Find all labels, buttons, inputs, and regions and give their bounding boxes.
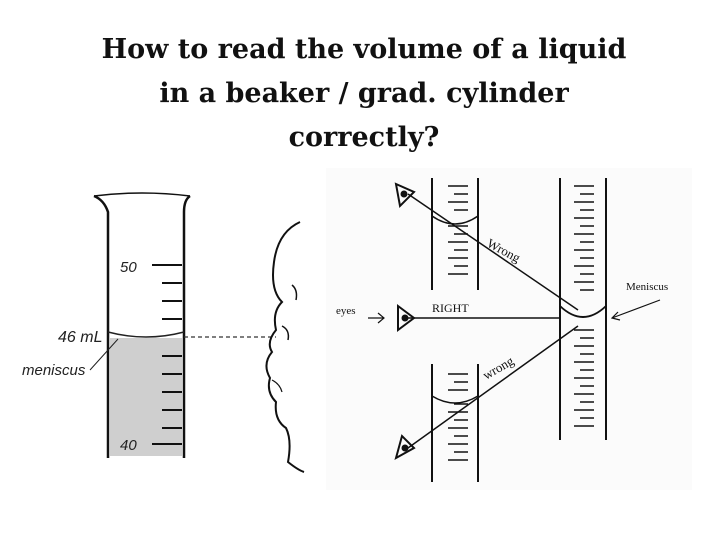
label-eyes: eyes — [336, 305, 356, 317]
eye-icon-middle — [397, 304, 416, 332]
eye-detail — [281, 284, 298, 341]
eye-icon-top — [394, 182, 416, 209]
meniscus-curve — [107, 331, 185, 338]
sight-line-wrong-top — [407, 193, 579, 311]
main-cylinder — [559, 178, 607, 440]
meniscus-arrow-icon — [610, 299, 661, 321]
bottom-cylinder — [431, 364, 479, 482]
slide-title: How to read the volume of a liquid in a … — [0, 28, 728, 160]
eye-icon-bottom — [394, 434, 416, 461]
left-cylinder-diagram: 50 40 46 mL meniscus — [22, 192, 305, 473]
top-cylinder — [431, 178, 479, 290]
right-reading-diagram: eyes Wrong RIGHT wrong Meniscus — [326, 168, 692, 490]
title-line-1: How to read the volume of a liquid — [101, 34, 627, 65]
right-panel-bg — [326, 168, 692, 490]
graduation-ticks — [152, 264, 182, 445]
cylinder-rim — [93, 192, 191, 197]
label-50: 50 — [120, 259, 137, 276]
title-line-3: correctly? — [288, 122, 440, 153]
face-profile — [265, 221, 305, 473]
label-46-ml: 46 mL — [58, 329, 102, 346]
label-meniscus-left: meniscus — [22, 362, 86, 379]
label-right: RIGHT — [432, 301, 469, 315]
title-line-2: in a beaker / grad. cylinder — [159, 78, 569, 109]
mouth-detail — [271, 379, 283, 393]
label-40: 40 — [120, 437, 137, 454]
liquid-fill — [110, 338, 182, 456]
meniscus-pointer — [89, 338, 119, 371]
label-meniscus-right: Meniscus — [626, 281, 668, 293]
cylinder-right-wall — [182, 194, 191, 458]
cylinder-left-wall — [93, 194, 110, 458]
sight-line-wrong-bottom — [407, 325, 579, 449]
eyes-arrow-icon — [368, 312, 385, 324]
